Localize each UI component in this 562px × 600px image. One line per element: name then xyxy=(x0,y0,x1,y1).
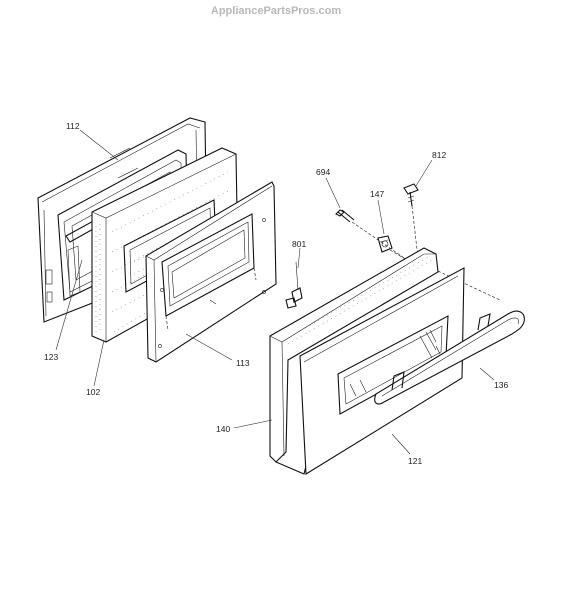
leader-801 xyxy=(297,247,301,269)
callout-123: 123 xyxy=(44,352,58,362)
leader-812 xyxy=(415,159,433,187)
part-812-screw[interactable] xyxy=(403,183,419,207)
part-694-screw[interactable] xyxy=(335,209,355,223)
alignment-line-694 xyxy=(351,221,411,263)
leader-140 xyxy=(233,419,273,429)
part-147-clip[interactable] xyxy=(377,235,393,253)
leader-102 xyxy=(93,339,105,387)
leader-147 xyxy=(377,199,385,235)
watermark: AppliancePartsPros.com xyxy=(211,5,341,17)
leader-136 xyxy=(479,367,495,381)
part-113-inner-glass-panel[interactable] xyxy=(145,181,277,363)
callout-147: 147 xyxy=(370,189,384,199)
callout-113: 113 xyxy=(236,358,250,368)
callout-801: 801 xyxy=(292,239,306,249)
leader-121 xyxy=(391,433,411,455)
callout-102: 102 xyxy=(86,387,100,397)
leader-113 xyxy=(185,333,233,361)
part-801-screw[interactable] xyxy=(285,261,303,309)
callout-136: 136 xyxy=(494,380,508,390)
part-121-outer-glass-panel[interactable] xyxy=(299,267,465,475)
alignment-line-812 xyxy=(411,205,419,259)
callout-112: 112 xyxy=(66,121,80,131)
leader-694 xyxy=(325,177,341,209)
leader-123 xyxy=(55,259,83,351)
leader-112 xyxy=(79,129,119,161)
callout-694: 694 xyxy=(316,167,330,177)
callout-140: 140 xyxy=(216,424,230,434)
callout-121: 121 xyxy=(408,456,422,466)
part-136-handle[interactable] xyxy=(374,310,525,405)
callout-812: 812 xyxy=(432,150,446,160)
